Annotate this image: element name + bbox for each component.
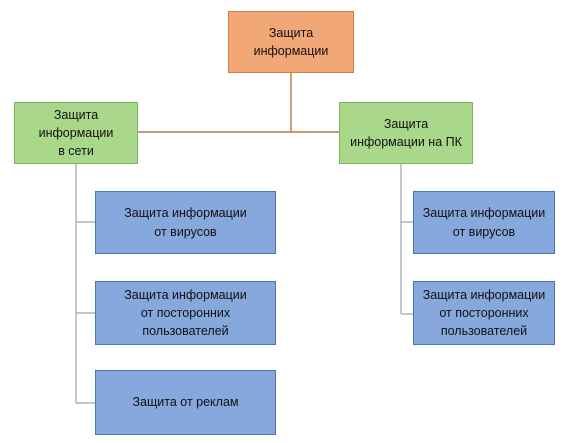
root-node: Защита информации	[228, 11, 354, 73]
branch-node-network: Защита информации в сети	[14, 102, 138, 164]
leaf-node-network-ads: Защита от реклам	[95, 370, 276, 435]
leaf-node-network-outsiders: Защита информации от посторонних пользов…	[95, 281, 276, 345]
leaf-node-network-viruses: Защита информации от вирусов	[95, 191, 276, 254]
leaf-node-pc-viruses: Защита информации от вирусов	[413, 191, 555, 254]
leaf-node-pc-outsiders: Защита информации от посторонних пользов…	[413, 281, 555, 345]
branch-node-pc: Защита информации на ПК	[339, 102, 473, 164]
